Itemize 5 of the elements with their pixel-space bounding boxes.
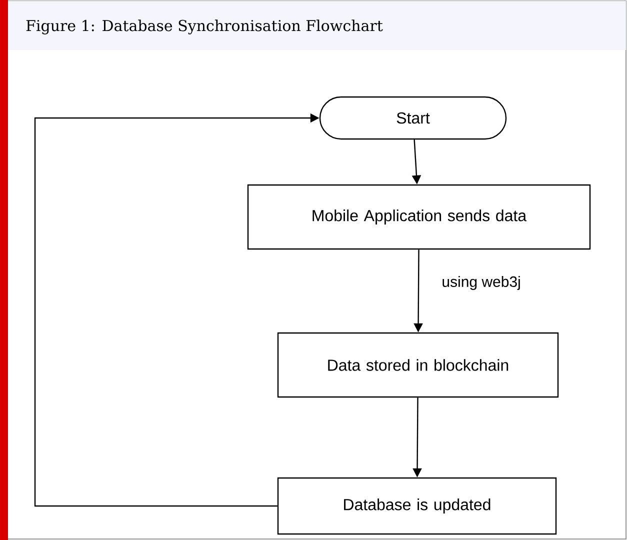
process-box: Mobile Application sends data bbox=[247, 184, 591, 250]
process-box: Database is updated bbox=[277, 477, 557, 535]
edge-label: using web3j bbox=[440, 275, 522, 291]
process-box: Data stored in blockchain bbox=[277, 332, 559, 398]
figure-title: Figure 1: Database Synchronisation Flowchart bbox=[26, 20, 383, 34]
